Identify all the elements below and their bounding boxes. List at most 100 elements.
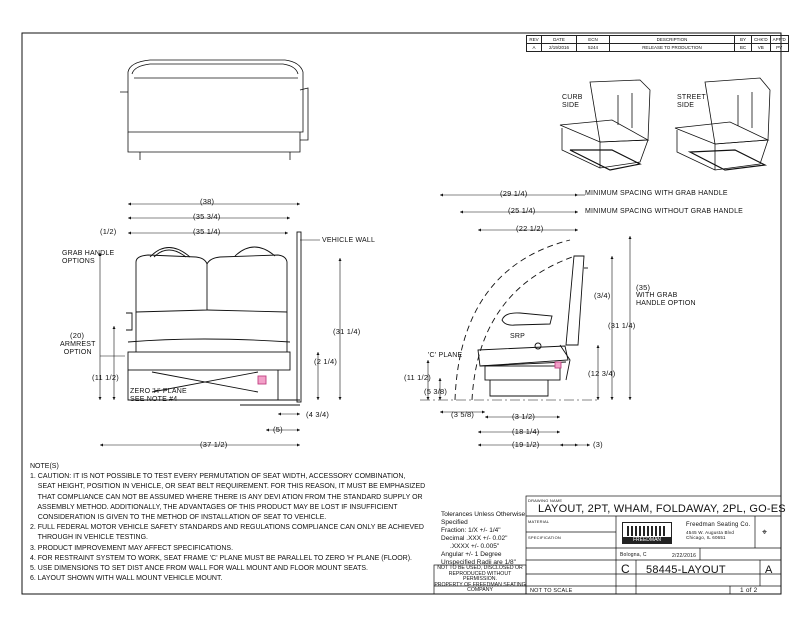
note-line: THAT COMPLIANCE CAN NOT BE ASSUMED WHERE… <box>30 493 423 501</box>
notes-title: NOTE(S) <box>30 463 59 470</box>
dim-side-35: (35) <box>636 283 651 292</box>
curb-side-label: CURB SIDE <box>562 94 583 109</box>
dim-side-11: (11 1/2) <box>404 373 431 382</box>
specification-label: SPECIFICATION <box>528 535 561 540</box>
dim-front-back-width: (35 1/4) <box>193 227 221 236</box>
dim-side-5-3-8: (5 3/8) <box>424 387 448 396</box>
min-spacing-with-grab: MINIMUM SPACING WITH GRAB HANDLE <box>585 190 728 197</box>
dim-front-seat-height: (11 1/2) <box>92 373 119 382</box>
tolerances-block: Tolerances Unless Otherwise Specified Fr… <box>441 511 525 567</box>
drawing-scale: NOT TO SCALE <box>530 588 573 594</box>
dim-side-3-5-8: (3 5/8) <box>451 410 475 419</box>
side-dimension-lines <box>420 193 632 447</box>
note-line: 1. CAUTION: IT IS NOT POSSIBLE TO TEST E… <box>30 473 406 481</box>
dim-front-bottom: (37 1/2) <box>200 440 228 449</box>
dim-side-19: (19 1/2) <box>512 440 540 449</box>
rev-cell: PV <box>769 43 789 52</box>
rev-cell: RELEASE TO PRODUCTION <box>609 43 735 52</box>
rev-col-date: DATE <box>541 35 577 44</box>
dim-side-3-1-2: (3 1/2) <box>512 412 536 421</box>
tolerance-line: Fraction: 1/X +/- 1/4" <box>441 527 501 534</box>
street-side-iso <box>674 77 771 171</box>
dim-front-offset: (1/2) <box>100 227 117 236</box>
note-line: 5. USE DIMENSIONS TO SET DIST ANCE FROM … <box>30 565 368 573</box>
disclaimer-line: COMPANY <box>467 587 493 594</box>
tolerance-line: Angular +/- 1 Degree <box>441 551 502 558</box>
rev-col-ecn: ECN <box>576 35 610 44</box>
drawing-name-label: DRAWING NAME <box>528 498 563 503</box>
dim-front-armrest: (20) <box>70 331 85 340</box>
front-dimension-lines <box>98 202 342 447</box>
rev-cell: A <box>526 43 542 52</box>
rev-cell: 2/19/2016 <box>541 43 577 52</box>
rev-col-description: DESCRIPTION <box>609 35 735 44</box>
rev-col-appd: APP'D <box>769 35 789 44</box>
dim-front-4-3-4: (4 3/4) <box>306 410 330 419</box>
dim-front-overall: (38) <box>200 197 215 206</box>
dim-side-3: (3) <box>593 440 603 449</box>
dim-side-25: (25 1/4) <box>508 206 536 215</box>
logo-text: FREEDMAN <box>623 537 671 543</box>
tolerance-line: Unspecified Radii are 1/8" <box>441 559 516 566</box>
tolerance-line: .XXXX +/- 0.005" <box>441 543 500 550</box>
note-line: 3. PRODUCT IMPROVEMENT MAY AFFECT SPECIF… <box>30 544 234 552</box>
note-line: 2. FULL FEDERAL MOTOR VEHICLE SAFETY STA… <box>30 524 424 532</box>
designer-name: Bologna, C <box>620 552 647 558</box>
note-line: ASSEMBLY METHOD. ADDITIONALLY, THE ADVAN… <box>30 503 398 511</box>
with-grab-option-label: WITH GRAB HANDLE OPTION <box>636 292 696 307</box>
drawing-number: 58445-LAYOUT <box>646 564 726 576</box>
company-addr2: Chicago, IL 60651 <box>686 535 726 540</box>
dim-side-12: (12 3/4) <box>588 369 616 378</box>
revision-table: REV DATE ECN DESCRIPTION BY CHK'D APP'D … <box>526 35 789 52</box>
grab-handle-options-label: GRAB HANDLE OPTIONS <box>62 250 115 265</box>
sheet-size: C <box>621 562 630 576</box>
dim-side-22: (22 1/2) <box>516 224 544 233</box>
vehicle-wall-label: VEHICLE WALL <box>322 237 376 244</box>
company-addr1: 4545 W. Augusta Blvd <box>686 530 735 535</box>
disclaimer-line: PERMISSION. <box>462 576 497 583</box>
rev-col-rev: REV <box>526 35 542 44</box>
rev-col-by: BY <box>734 35 752 44</box>
dim-side-31: (31 1/4) <box>608 321 636 330</box>
drawing-date: 2/22/2016 <box>672 553 697 559</box>
note-line: 4. FOR RESTRAINT SYSTEM TO WORK, SEAT FR… <box>30 554 412 562</box>
disclaimer-line: PROPERTY OF FREEDMAN SEATING <box>434 581 526 588</box>
note-line: SEAT HEIGHT, POSITION IN VEHICLE, OR SEA… <box>30 483 426 491</box>
tolerance-line: Decimal .XXX +/- 0.02" <box>441 535 508 542</box>
disclaimer-block: NOT TO BE USED, DISCLOSED OR REPRODUCED … <box>434 565 526 594</box>
disclaimer-line: NOT TO BE USED, DISCLOSED OR <box>437 565 523 571</box>
third-angle-projection-icon: ⌖ <box>762 527 768 537</box>
revision-header-row: REV DATE ECN DESCRIPTION BY CHK'D APP'D <box>526 35 789 44</box>
street-side-label: STREET SIDE <box>677 94 706 109</box>
zero-h-plane-label: ZERO 'H' PLANE SEE NOTE #4 <box>130 388 187 403</box>
rev-col-chkd: CHK'D <box>751 35 771 44</box>
revision-row: A 2/19/2016 5244 RELEASE TO PRODUCTION B… <box>526 43 789 52</box>
front-view-drawing <box>126 231 302 406</box>
dim-side-18: (18 1/4) <box>512 427 540 436</box>
notes-block: NOTE(S) 1. CAUTION: IT IS NOT POSSIBLE T… <box>30 462 430 584</box>
rev-cell: 5244 <box>576 43 610 52</box>
disclaimer-line: REPRODUCED WITHOUT <box>448 570 512 577</box>
dim-front-5: (5) <box>273 425 283 434</box>
title-block-lines <box>433 495 782 595</box>
note-line: CONSIDERATION IS GIVEN TO THE METHOD OF … <box>30 514 327 522</box>
min-spacing-without-grab: MINIMUM SPACING WITHOUT GRAB HANDLE <box>585 208 744 215</box>
tolerance-line: Specified <box>441 519 468 526</box>
dim-front-seat-width: (35 3/4) <box>193 212 221 221</box>
dim-front-wall-gap: (2 1/4) <box>314 357 338 366</box>
tolerance-line: Tolerances Unless Otherwise <box>441 511 526 518</box>
sheet-number: 1 of 2 <box>740 587 758 594</box>
dim-side-3-4: (3/4) <box>594 291 611 300</box>
curb-side-iso <box>559 79 651 171</box>
drawing-title: LAYOUT, 2PT, WHAM, FOLDAWAY, 2PL, GO-ES <box>538 503 786 515</box>
rev-cell: VB <box>751 43 771 52</box>
c-plane-label: 'C' PLANE <box>428 352 463 359</box>
note-line: THROUGH IN VEHICLE TESTING. <box>30 534 148 542</box>
side-view-drawing <box>454 239 588 401</box>
note-line: 6. LAYOUT SHOWN WITH WALL MOUNT VEHICLE … <box>30 575 223 583</box>
armrest-option-label: ARMREST OPTION <box>60 341 96 356</box>
rear-view-drawing <box>120 59 309 160</box>
srp-label: SRP <box>510 333 525 340</box>
company-name: Freedman Seating Co. <box>686 522 751 528</box>
